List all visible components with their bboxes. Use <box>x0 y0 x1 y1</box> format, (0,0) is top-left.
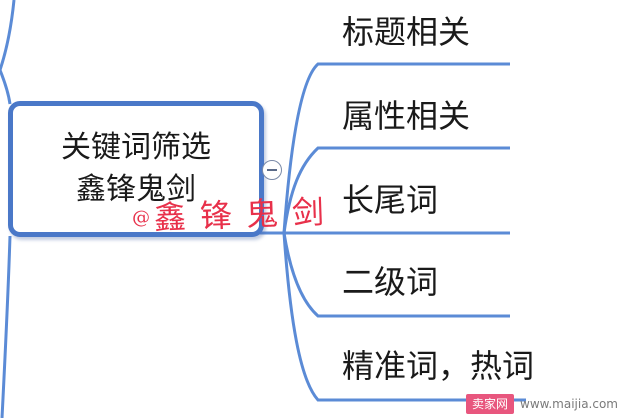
branch-connector-2 <box>282 146 510 234</box>
offcanvas-connector-upper <box>0 0 16 71</box>
root-node[interactable]: 关键词筛选 鑫锋鬼剑 <box>8 101 264 237</box>
branch-node-precise-hot[interactable]: 精准词，热词 <box>342 347 535 385</box>
branch-node-attribute-related[interactable]: 属性相关 <box>342 97 471 135</box>
watermark-text: 鑫锋鬼剑 <box>153 192 339 237</box>
branch-node-secondary[interactable]: 二级词 <box>342 263 439 301</box>
minus-icon <box>267 169 277 171</box>
branch-node-title-related[interactable]: 标题相关 <box>342 13 471 51</box>
branch-node-long-tail[interactable]: 长尾词 <box>342 181 439 219</box>
site-logo: 卖家网 <box>465 394 514 414</box>
branch-connector-1 <box>282 62 510 234</box>
root-node-subtitle: 鑫锋鬼剑 <box>76 172 196 207</box>
site-url: www.maijia.com <box>520 397 618 411</box>
root-node-title: 关键词筛选 <box>61 130 211 165</box>
offcanvas-connector-top <box>0 69 12 105</box>
branch-connector-5 <box>282 232 526 402</box>
site-badge: 卖家网 www.maijia.com <box>465 392 618 416</box>
watermark-at-sign: @ <box>131 206 155 229</box>
author-watermark: @鑫锋鬼剑 <box>131 191 339 238</box>
collapse-toggle-button[interactable] <box>262 160 282 180</box>
offcanvas-connector-bottom <box>0 235 12 418</box>
